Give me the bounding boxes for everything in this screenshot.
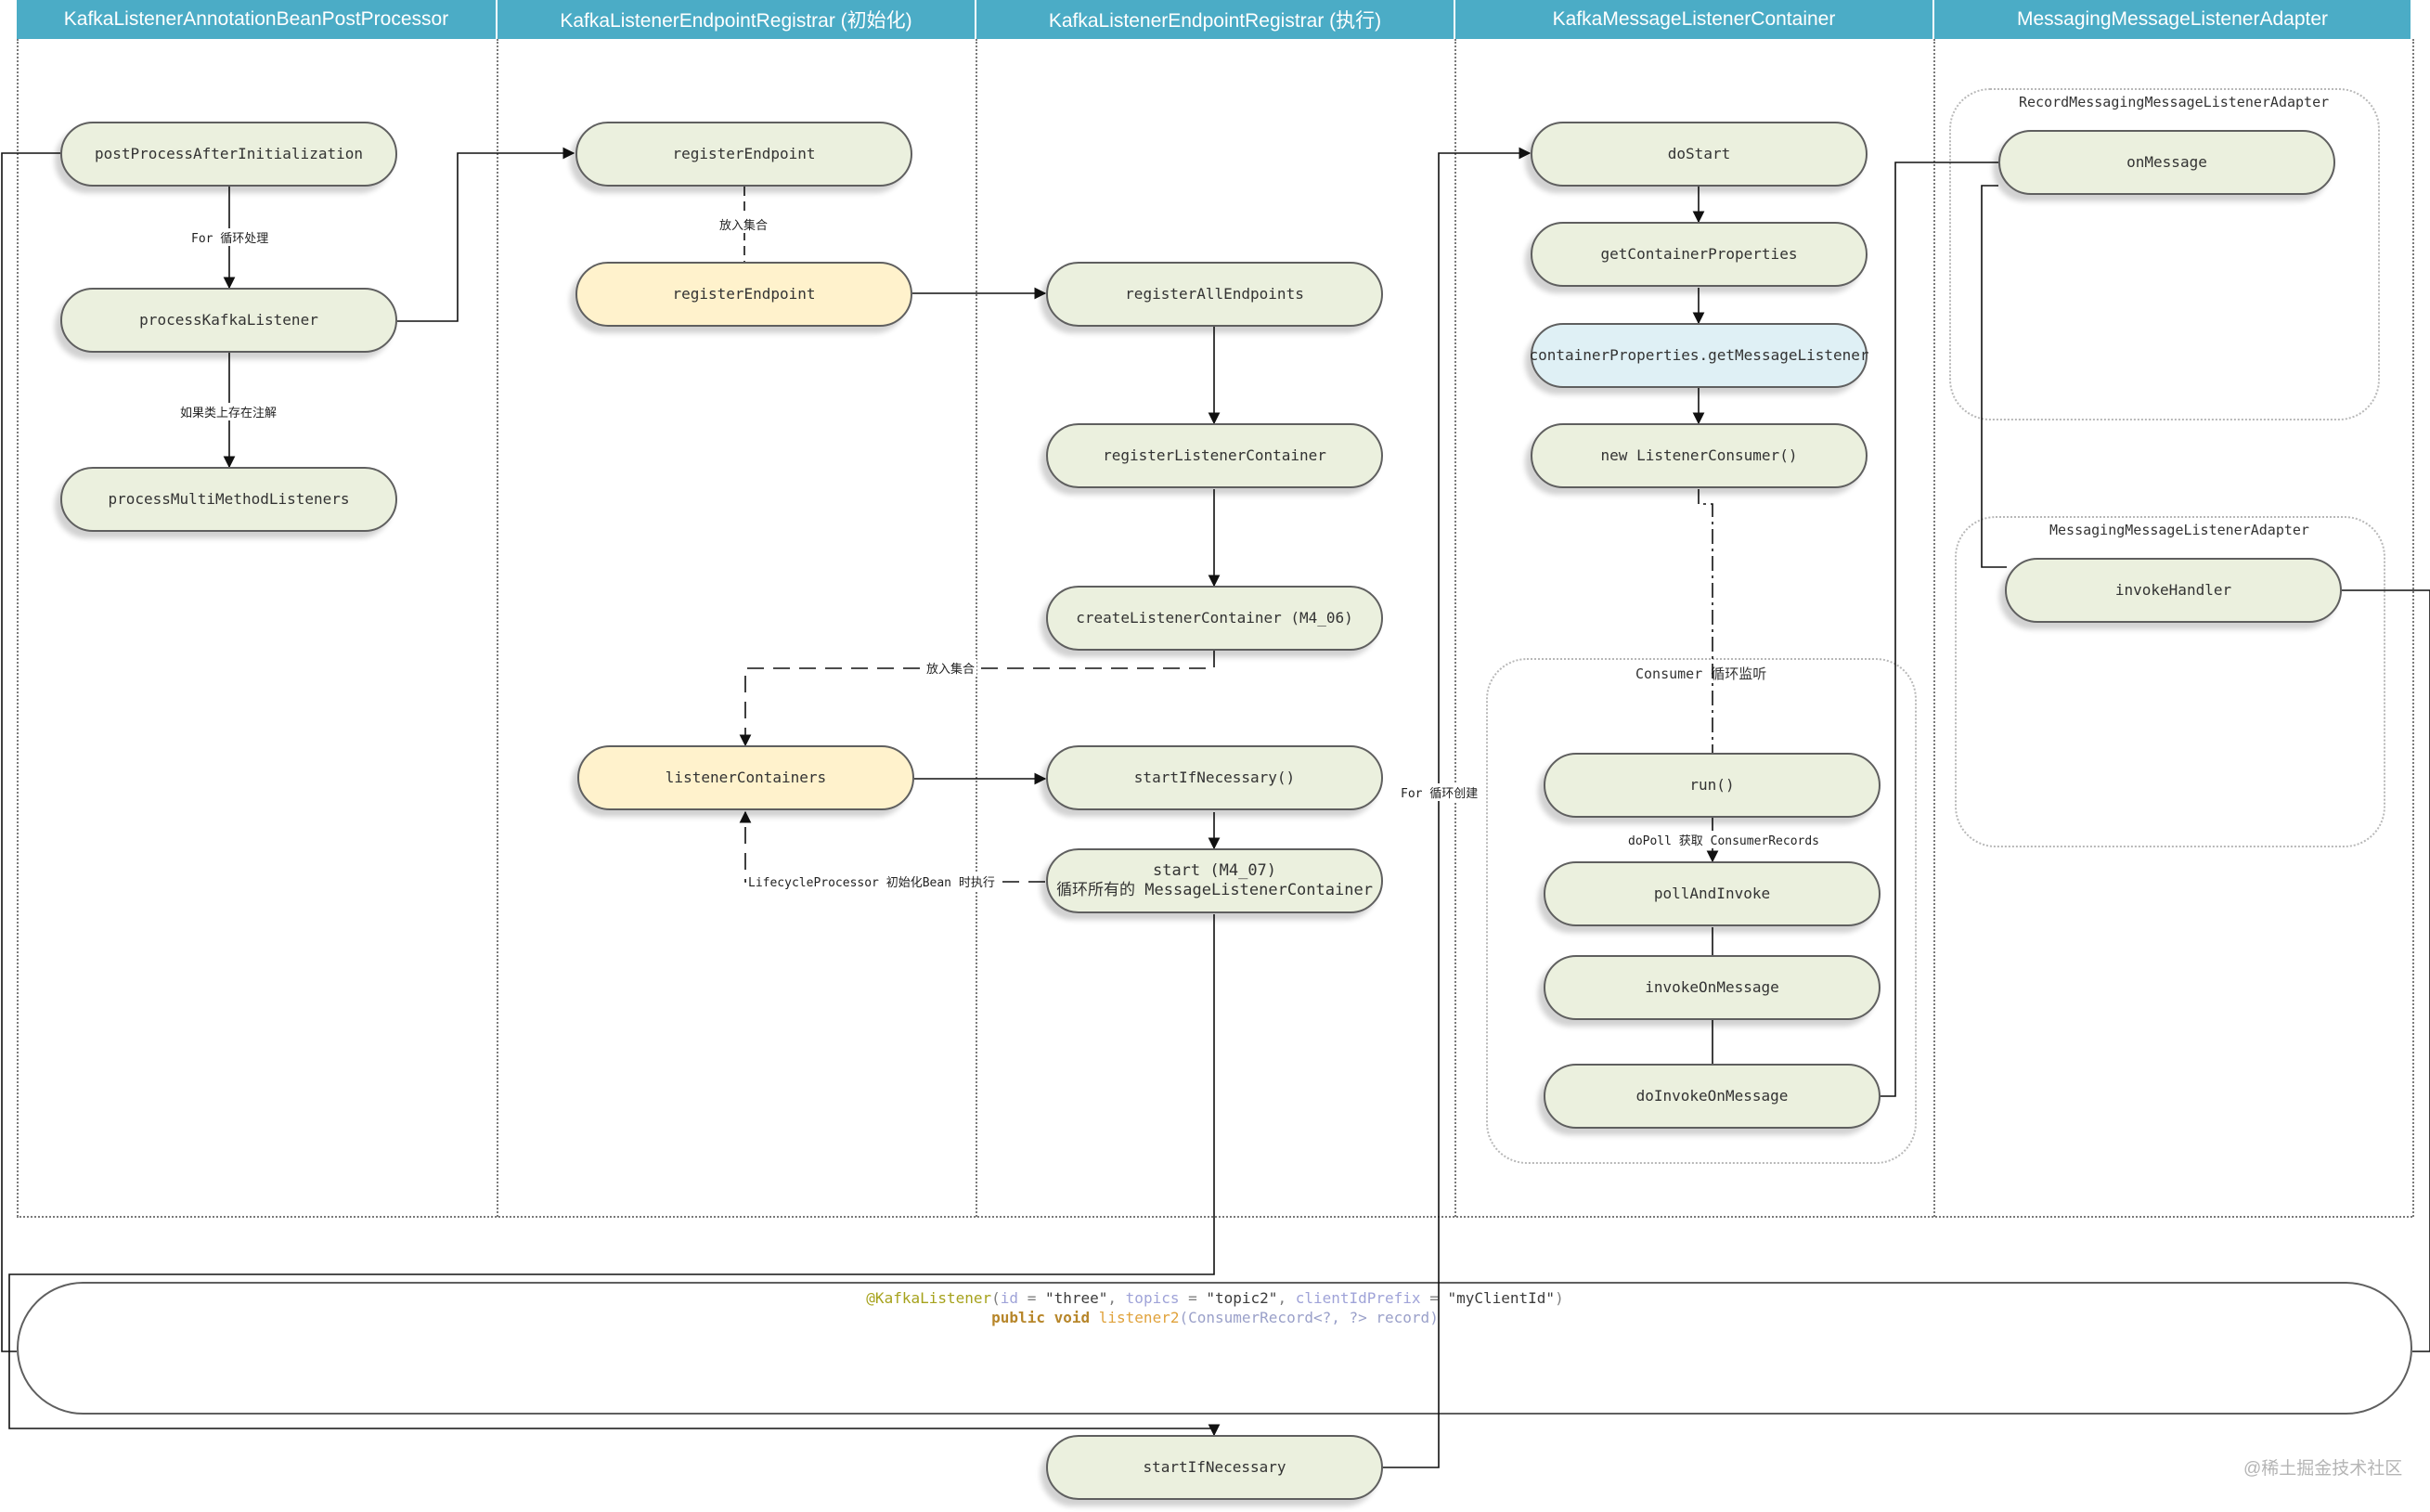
annotation-eq: =: [1420, 1289, 1448, 1307]
annotation-id-key: id: [1000, 1289, 1019, 1307]
node-do-start: doStart: [1531, 122, 1868, 187]
node-start-if-necessary-call: startIfNecessary(): [1046, 745, 1383, 810]
node-create-listener-container: createListenerContainer (M4_06): [1046, 586, 1383, 651]
annotation-container: [17, 1282, 2412, 1415]
watermark: @稀土掘金技术社区: [2243, 1459, 2403, 1479]
annotation-eq: =: [1179, 1289, 1207, 1307]
lane-header-annotation-bpp: KafkaListenerAnnotationBeanPostProcessor: [17, 0, 498, 39]
edge-start-down: [8, 914, 1221, 1437]
lane-header-registrar-exec: KafkaListenerEndpointRegistrar (执行): [976, 0, 1455, 39]
annotation-prefix-key: clientIdPrefix: [1295, 1289, 1421, 1307]
annotation-params: (ConsumerRecord<?, ?> record): [1179, 1309, 1439, 1326]
edge-ppai-left: [1, 152, 60, 1352]
node-run: run(): [1544, 753, 1881, 818]
annotation-line-2: public void listener2(ConsumerRecord<?, …: [0, 1308, 2430, 1327]
group-consumer-loop: [1486, 658, 1917, 1164]
annotation-sep: ,: [1107, 1289, 1126, 1307]
edge-pkl-to-register: [397, 147, 575, 322]
annotation-sep: ,: [1277, 1289, 1296, 1307]
node-register-endpoint: registerEndpoint: [575, 122, 912, 187]
node-invoke-handler: invokeHandler: [2005, 558, 2342, 623]
group-record-messaging-adapter: [1949, 88, 2380, 420]
lane-header-listener-adapter: MessagingMessageListenerAdapter: [1934, 0, 2412, 39]
lane-header-registrar-init: KafkaListenerEndpointRegistrar (初始化): [498, 0, 976, 39]
edge-startif-to-dostart: [1382, 147, 1532, 1468]
annotation-name: @KafkaListener: [866, 1289, 992, 1307]
annotation-method-name: listener2: [1098, 1309, 1180, 1326]
lane-header-listener-container: KafkaMessageListenerContainer: [1455, 0, 1934, 39]
group-messaging-adapter: [1955, 516, 2385, 847]
lane-divider: [17, 39, 19, 1217]
node-do-invoke-on-message: doInvokeOnMessage: [1544, 1064, 1881, 1129]
annotation-code: @KafkaListener(id = "three", topics = "t…: [0, 1288, 2430, 1327]
node-post-process-after-initialization: postProcessAfterInitialization: [60, 122, 397, 187]
annotation-keywords: public void: [991, 1309, 1091, 1326]
node-start-if-necessary-bottom: startIfNecessary: [1046, 1435, 1383, 1500]
node-poll-and-invoke: pollAndInvoke: [1544, 861, 1881, 926]
node-listener-containers: listenerContainers: [577, 745, 914, 810]
edge-label-for-loop: For 循环处理: [189, 228, 271, 246]
annotation-eq: =: [1018, 1289, 1045, 1307]
group-record-messaging-adapter-label: RecordMessagingMessageListenerAdapter: [2019, 94, 2330, 110]
annotation-open-paren: (: [991, 1289, 1001, 1307]
lane-divider: [497, 39, 498, 1217]
node-get-message-listener: containerProperties.getMessageListener: [1529, 323, 1869, 388]
annotation-topics-value: "topic2": [1206, 1289, 1278, 1307]
lane-divider: [1454, 39, 1456, 1217]
lane-divider: [976, 39, 977, 1217]
annotation-prefix-value: "myClientId": [1447, 1289, 1556, 1307]
annotation-topics-key: topics: [1125, 1289, 1180, 1307]
edge-invokehandler-to-annotation: [2342, 589, 2430, 1352]
node-register-endpoint-collection: registerEndpoint: [575, 262, 912, 327]
node-start-m4-07: start (M4_07) 循环所有的 MessageListenerConta…: [1046, 848, 1383, 913]
node-register-all-endpoints: registerAllEndpoints: [1046, 262, 1383, 327]
edge-label-put-set-1: 放入集合: [717, 215, 770, 233]
edge-label-for-create: For 循环创建: [1399, 783, 1480, 801]
edge-label-lifecycle: LifecycleProcessor 初始化Bean 时执行: [746, 872, 997, 890]
group-messaging-adapter-label: MessagingMessageListenerAdapter: [2049, 522, 2309, 538]
node-invoke-on-message: invokeOnMessage: [1544, 955, 1881, 1020]
edge-create-to-containers: [739, 651, 1215, 747]
node-process-kafka-listener: processKafkaListener: [60, 288, 397, 353]
edge-label-do-poll: doPoll 获取 ConsumerRecords: [1626, 831, 1822, 848]
annotation-close-paren: ): [1555, 1289, 1564, 1307]
lane-divider: [1933, 39, 1935, 1217]
node-process-multi-method-listeners: processMultiMethodListeners: [60, 467, 397, 532]
node-start-m4-07-title: start (M4_07): [1152, 860, 1277, 880]
edge-onmessage-to-invokehandler: [1981, 185, 2007, 568]
edge-doinvoke-to-onmessage: [1881, 162, 1998, 1097]
edge-lifecycle-dashed: [739, 810, 1045, 883]
node-on-message: onMessage: [1998, 130, 2335, 195]
node-new-listener-consumer: new ListenerConsumer(): [1531, 423, 1868, 488]
edge-label-put-set-2: 放入集合: [924, 659, 977, 677]
node-start-m4-07-subtitle: 循环所有的 MessageListenerContainer: [1056, 881, 1373, 899]
node-register-listener-container: registerListenerContainer: [1046, 423, 1383, 488]
edge-new-to-run: [1698, 489, 1713, 753]
annotation-id-value: "three": [1044, 1289, 1108, 1307]
group-consumer-loop-label: Consumer 循环监听: [1635, 666, 1767, 682]
lane-divider: [2412, 39, 2414, 1217]
edge-label-if-annotation: 如果类上存在注解: [178, 403, 279, 420]
node-get-container-properties: getContainerProperties: [1531, 222, 1868, 287]
annotation-line-1: @KafkaListener(id = "three", topics = "t…: [0, 1288, 2430, 1308]
